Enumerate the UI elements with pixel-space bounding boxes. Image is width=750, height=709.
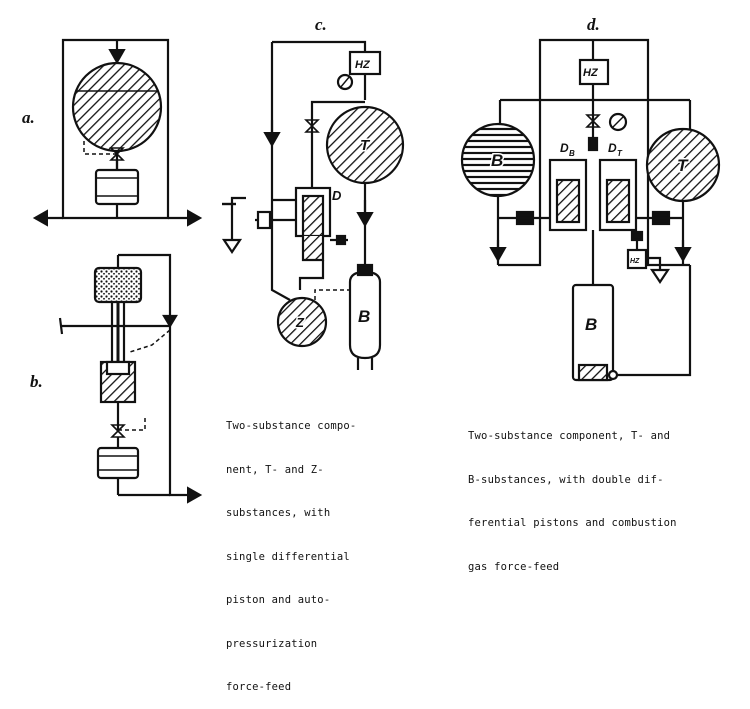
caption-c-line: pressurization bbox=[226, 637, 318, 650]
pump-a bbox=[94, 168, 140, 206]
tag-d-dt-sub: T bbox=[617, 149, 623, 158]
valve-c bbox=[304, 119, 320, 133]
tag-d-t: T bbox=[677, 156, 689, 175]
label-c: c. bbox=[315, 15, 327, 34]
valve-d bbox=[585, 114, 601, 128]
tag-d-db: D bbox=[560, 141, 569, 155]
caption-d-line: Two-substance component, T- and bbox=[468, 430, 671, 442]
diagram-a bbox=[32, 38, 203, 227]
label-a: a. bbox=[22, 108, 35, 127]
caption-d-line: gas force-feed bbox=[468, 560, 560, 573]
pressure-gauge-c bbox=[336, 73, 354, 91]
gas-chamber-b bbox=[93, 266, 143, 304]
tag-d-db-sub: B bbox=[569, 149, 575, 158]
tag-c-t: T bbox=[360, 137, 371, 154]
caption-d: Two-substance component, T- and B-substa… bbox=[468, 400, 677, 589]
valve-b bbox=[110, 424, 126, 438]
tag-c-hz: HZ bbox=[355, 59, 371, 71]
caption-d-line: ferential pistons and combustion bbox=[468, 517, 677, 529]
tag-d-hz-small: HZ bbox=[630, 258, 640, 265]
caption-c-line: single differential bbox=[226, 550, 350, 563]
diagram-d bbox=[460, 38, 721, 382]
caption-d-line: B-substances, with double dif- bbox=[468, 473, 664, 486]
label-d: d. bbox=[587, 15, 600, 34]
tag-c-z: Z bbox=[295, 315, 305, 330]
tank-a bbox=[71, 61, 163, 153]
label-b: b. bbox=[30, 372, 43, 391]
pump-b bbox=[96, 446, 140, 480]
tank-z-c bbox=[276, 296, 328, 348]
caption-c-line: piston and auto- bbox=[226, 594, 331, 606]
caption-c-line: substances, with bbox=[226, 507, 331, 519]
caption-c-line: Two-substance compo- bbox=[226, 420, 357, 432]
diagram-c bbox=[221, 40, 405, 370]
tag-c-b: B bbox=[358, 307, 370, 326]
caption-c-line: nent, T- and Z- bbox=[226, 463, 324, 476]
tag-c-d: D bbox=[332, 188, 342, 203]
tag-d-b-lower: B bbox=[585, 315, 597, 334]
diagram-b bbox=[58, 253, 203, 504]
caption-c: Two-substance compo- nent, T- and Z- sub… bbox=[226, 390, 356, 709]
tag-d-b: B bbox=[491, 151, 503, 170]
tag-d-dt: D bbox=[608, 141, 617, 155]
schematic-diagram: HZ T D Z B HZ B T D B D T B HZ bbox=[32, 38, 721, 504]
caption-c-line: force-feed bbox=[226, 681, 292, 693]
pressure-gauge-d bbox=[608, 112, 628, 132]
valve-a bbox=[109, 147, 125, 161]
tag-d-hz: HZ bbox=[583, 67, 599, 79]
